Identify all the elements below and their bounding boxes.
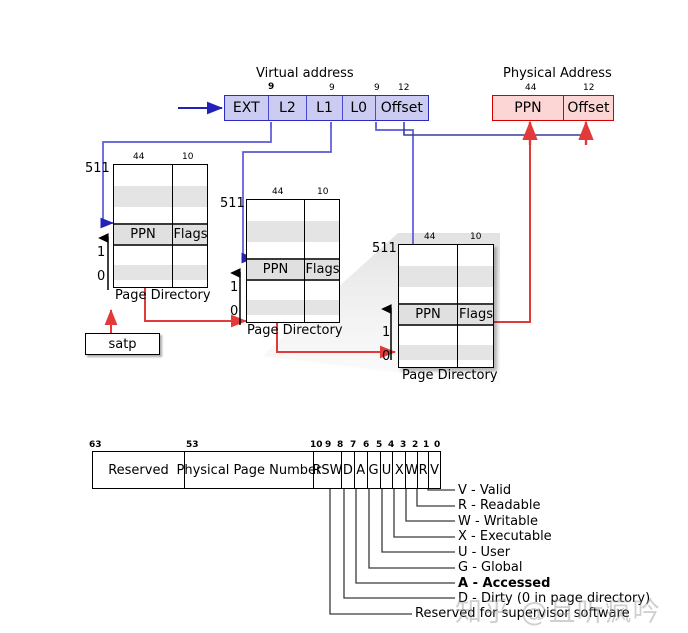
pte-field-d[interactable]: D [342,452,355,488]
pa-bits-offset: 12 [583,83,595,93]
pd2-caption: Page Directory [247,323,343,338]
pd3-caption: Page Directory [402,368,498,383]
satp-register[interactable]: satp [85,333,160,355]
pa-field-ppn[interactable]: PPN [493,96,564,120]
pd3-index-511: 511 [372,241,397,256]
pte-bit-9: 9 [325,440,332,450]
pte-layout: Reserved Physical Page Number RSW D A G … [92,451,441,489]
legend-item-accessed: A - Accessed [458,576,551,591]
pte-field-rsw[interactable]: RSW [312,452,343,488]
pte-field-a[interactable]: A [355,452,368,488]
pd2-index-1: 1 [230,280,239,295]
legend-item-writable: W - Writable [458,514,538,529]
pte-bit-3: 3 [400,440,407,450]
pte-bit-0: 0 [434,440,441,450]
pd1-caption: Page Directory [115,288,211,303]
pd1-entry-flags: Flags [173,227,208,242]
pte-bit-6: 6 [363,440,370,450]
legend-item-global: G - Global [458,560,523,575]
pte-bit-10: 10 [310,440,323,450]
pd3-index-1: 1 [382,325,391,340]
pte-bit-4: 4 [388,440,395,450]
legend-item-executable: X - Executable [458,529,552,544]
legend-item-readable: R - Readable [458,498,541,513]
pd3-entry-flags: Flags [458,307,494,322]
pa-field-offset[interactable]: Offset [567,100,610,116]
pte-bit-63: 63 [89,440,102,450]
pd2-index-511: 511 [220,196,245,211]
pd1-index-511: 511 [85,161,110,176]
pte-field-w[interactable]: W [405,452,419,488]
pd2-colbits-right: 10 [317,187,329,197]
pte-field-ppn[interactable]: Physical Page Number [177,452,321,488]
legend-item-dirty: D - Dirty (0 in page directory) [458,591,651,606]
pd1-colbits-left: 44 [133,152,145,162]
va-field-ext[interactable]: EXT [225,96,269,120]
pte-bit-1: 1 [423,440,430,450]
pte-field-r[interactable]: R [418,452,430,488]
pte-bit-8: 8 [337,440,344,450]
legend-item-valid: V - Valid [458,483,512,498]
page-directory-3: PPN Flags [398,244,494,368]
pte-field-reserved[interactable]: Reserved [93,452,185,488]
pte-bit-53: 53 [186,440,199,450]
physical-address-bar: PPN Offset [492,95,614,121]
virtual-address-title: Virtual address [256,66,354,81]
va-bits-offset: 12 [398,83,410,93]
pte-field-g[interactable]: G [368,452,381,488]
pd2-entry-ppn: PPN [262,262,289,277]
pte-field-v[interactable]: V [430,462,440,478]
pd1-index-1: 1 [97,245,106,260]
pd3-entry-ppn: PPN [415,307,441,322]
pd3-colbits-left: 44 [424,232,436,242]
va-bits-l1: 9 [329,83,335,93]
pd2-entry-flags: Flags [305,262,340,277]
pte-bit-2: 2 [412,440,419,450]
pd3-index-0: 0 [382,349,391,364]
pte-bit-7: 7 [350,440,357,450]
va-field-l0[interactable]: L0 [343,96,376,120]
pd1-colbits-right: 10 [182,152,194,162]
va-field-offset[interactable]: Offset [380,100,423,116]
pd1-entry-ppn: PPN [130,227,156,242]
pte-field-u[interactable]: U [381,452,394,488]
virtual-address-bar: EXT L2 L1 L0 Offset [224,95,429,121]
pd1-index-0: 0 [97,269,106,284]
va-bits-l2: 9 [268,82,275,92]
pd2-index-0: 0 [230,304,239,319]
pa-bits-ppn: 44 [525,83,537,93]
pte-field-x[interactable]: X [393,452,407,488]
pd3-colbits-right: 10 [470,232,482,242]
va-bits-l0: 9 [374,83,380,93]
legend-item-user: U - User [458,545,511,560]
pte-bit-5: 5 [376,440,383,450]
watermark: 知乎 @且听疯吟 [455,597,661,628]
pd2-colbits-left: 44 [272,187,284,197]
pd1-entry-row[interactable]: PPN Flags [114,223,208,246]
pd3-entry-row[interactable]: PPN Flags [399,303,493,326]
page-directory-1: PPN Flags [113,164,208,288]
physical-address-title: Physical Address [503,66,612,81]
page-directory-2: PPN Flags [246,199,340,323]
va-field-l2[interactable]: L2 [269,96,308,120]
pd2-entry-row[interactable]: PPN Flags [247,258,340,281]
va-field-l1[interactable]: L1 [307,96,343,120]
pte-leader-lines [329,485,455,615]
legend-item-rsw: Reserved for supervisor software [415,606,630,621]
line-offset [403,122,587,136]
